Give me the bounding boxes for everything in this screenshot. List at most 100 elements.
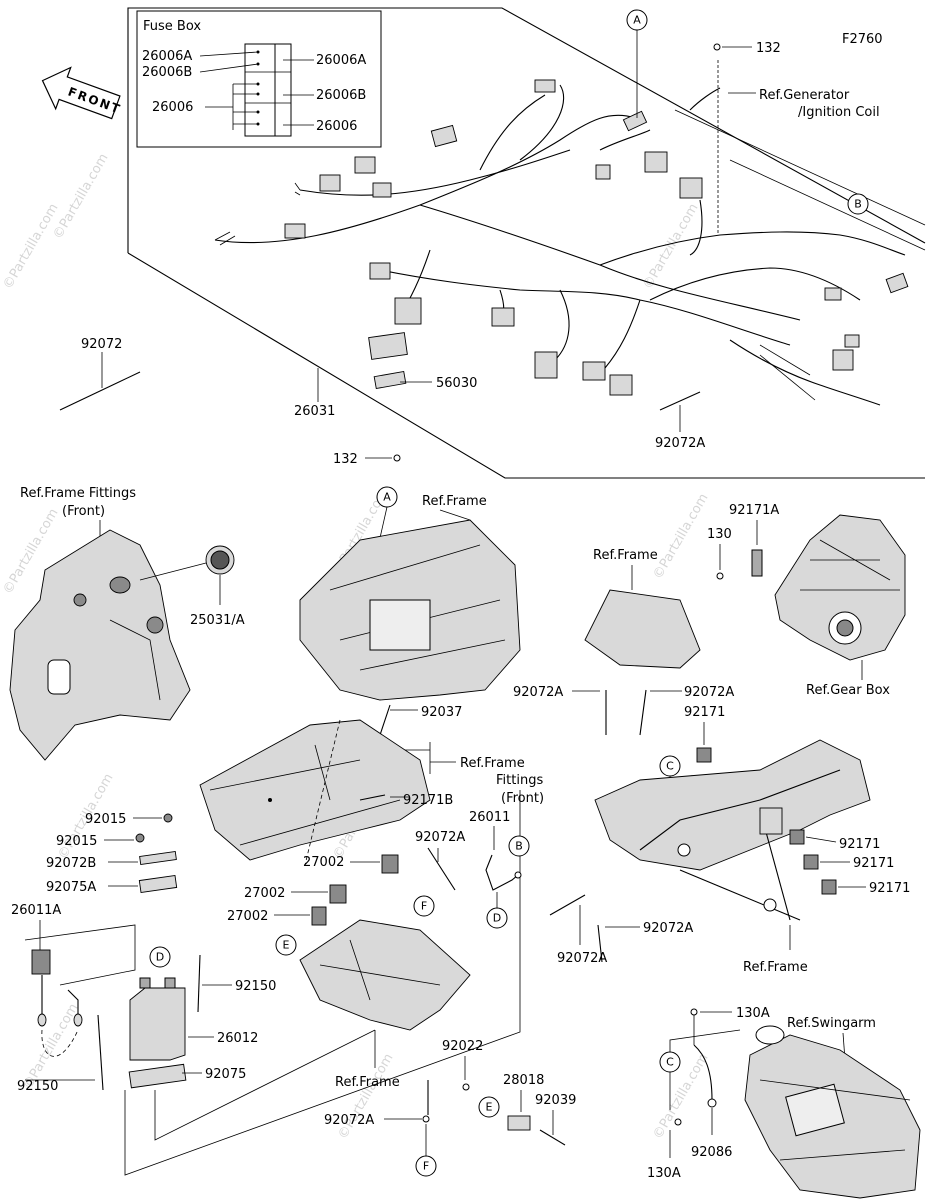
ref-frame-mid-label: Ref.Frame [460,756,525,771]
callout-f-text: F [423,1160,429,1173]
part-label-92072A-c1: 92072A [557,951,607,966]
tray-lower [299,919,471,1031]
fuse-box-title: Fuse Box [143,19,201,34]
part-label-25031: 25031/A [190,613,245,628]
battery-26012 [129,987,186,1061]
frame-fittings-front-panel [9,529,191,761]
front-arrow: FRONT [41,66,123,120]
wiring-harness [214,79,909,406]
part-label-92171-top: 92171 [684,705,725,720]
callout-b-text: B [854,198,862,211]
callout-f-text: F [421,900,427,913]
harness-panel-outline [127,252,925,479]
relay-28018 [507,1115,531,1131]
part-label-92072A-c2: 92072A [643,921,693,936]
callout-b-mid: B [508,835,530,857]
part-label-56030: 56030 [436,376,477,391]
part-label-26012: 26012 [217,1031,258,1046]
callout-a-top: A [626,9,648,118]
watermark-text: ©Partzilla.com [50,151,111,242]
ground-lead-92086 [693,1044,713,1101]
fuse-box-inset: Fuse Box 26006A 26006B 26006 26006A 2600… [136,10,382,148]
part-label-26011A: 26011A [11,903,61,918]
fuse-label-left-b: 26006B [142,65,192,80]
generator-lead [689,87,721,111]
part-label-92150-left: 92150 [17,1079,58,1094]
callout-b-text: B [515,840,523,853]
callout-e-tray: E [275,934,297,956]
callout-d-text: D [156,951,164,964]
callout-c-bottom: C [659,1029,741,1110]
part-label-92072A-left: 92072A [513,685,563,700]
ref-front-label-2: (Front) [501,791,544,806]
fuse-label-right-a: 26006A [316,53,366,68]
callout-c-text: C [666,1056,674,1069]
ref-fittings-label: Fittings [496,773,543,788]
part-label-28018: 28018 [503,1073,544,1088]
ref-generator-label: Ref.Generator [759,88,850,103]
part-label-92171A: 92171A [729,503,779,518]
part-label-26011: 26011 [469,810,510,825]
part-label-130A-top: 130A [736,1006,770,1021]
part-label-132-top: 132 [756,41,781,56]
fuse-label-right-c: 26006 [316,119,357,134]
part-label-26031: 26031 [294,404,335,419]
part-label-92072-left: 92072 [81,337,122,352]
part-label-92171B: 92171B [403,793,453,808]
fuse-holder-26011A [31,949,51,975]
callout-a-text: A [633,14,641,27]
part-label-92086: 92086 [691,1145,732,1160]
cable-tie-92072A-top [659,391,701,411]
part-label-92075A: 92075A [46,880,96,895]
clamp-92037 [379,704,391,736]
part-label-92072A-mid: 92072A [415,830,465,845]
part-label-132-mid: 132 [333,452,358,467]
callout-d-mid: D [486,892,508,929]
watermark-text: ©Partzilla.com [335,1051,396,1142]
fuse-label-right-b: 26006B [316,88,366,103]
part-label-92072A-top: 92072A [655,436,705,451]
callout-d-battery: D [149,946,171,968]
watermark-text: ©Partzilla.com [650,491,711,582]
lead-26011 [485,854,519,891]
ref-gear-box-label: Ref.Gear Box [806,683,890,698]
harness-panel-outline [127,7,926,253]
part-label-130: 130 [707,527,732,542]
part-label-92015-b: 92015 [56,834,97,849]
part-label-92150-right: 92150 [235,979,276,994]
callout-d-text: D [493,912,501,925]
part-label-27002-a: 27002 [303,855,344,870]
part-label-92072A-right: 92072A [684,685,734,700]
part-label-92171-b: 92171 [853,856,894,871]
part-label-92015-a: 92015 [85,812,126,827]
watermark-text: ©Partzilla.com [0,201,61,292]
part-label-92037: 92037 [421,705,462,720]
ref-frame-fittings-label: Ref.Frame Fittings [20,486,136,501]
callout-e-text: E [283,939,290,952]
callout-f-bottom: F [415,1155,437,1177]
part-label-92022: 92022 [442,1039,483,1054]
watermark-text: ©Partzilla.com [650,1051,711,1142]
pad-92075 [128,1063,187,1089]
fuse-block [244,43,276,137]
relay-27002-b [329,884,347,904]
figure-code: F2760 [842,32,883,47]
relay-27002-c [311,906,327,926]
part-label-27002-c: 27002 [227,909,268,924]
ref-front-label: (Front) [62,504,105,519]
callout-e-text: E [486,1101,493,1114]
watermark-text: ©Partzilla.com [640,201,701,292]
part-label-92171-c: 92171 [869,881,910,896]
ref-frame-right-label: Ref.Frame [593,548,658,563]
label-56030 [373,370,407,390]
part-label-92171-a: 92171 [839,837,880,852]
relay-27002-a [381,854,399,874]
part-label-92072B: 92072B [46,856,96,871]
ref-frame-bottom-label: Ref.Frame [335,1075,400,1090]
frame-rear [594,739,871,871]
part-label-27002-b: 27002 [244,886,285,901]
callout-b-top: B [847,193,869,215]
ref-frame-br-label: Ref.Frame [743,960,808,975]
callout-e-mid: E [478,1096,500,1118]
